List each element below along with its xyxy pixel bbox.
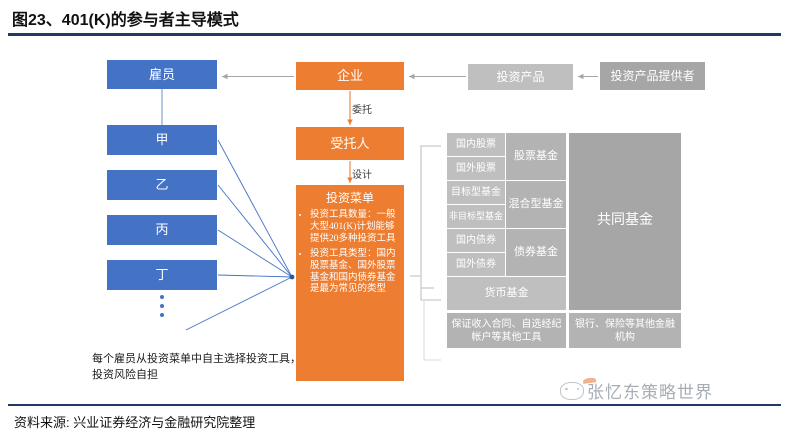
asset-class-target-fund[interactable]: 目标型基金 (447, 181, 505, 204)
watermark: 张忆东策略世界 (560, 376, 713, 403)
smiley-face-icon (560, 376, 597, 400)
title-divider (8, 33, 781, 36)
source-note: 资料来源: 兴业证券经济与金融研究院整理 (14, 415, 256, 430)
other-institutions-box[interactable]: 银行、保险等其他金融机构 (569, 313, 681, 348)
employee-ellipsis-dots (107, 295, 217, 317)
investment-product-provider-box[interactable]: 投资产品提供者 (600, 62, 705, 90)
employee-note: 每个雇员从投资菜单中自主选择投资工具，投资风险自担 (92, 353, 301, 381)
investment-menu-bullets: 投资工具数量：一般大型401(K)计划能够提供20多种投资工具 投资工具类型：国… (301, 210, 399, 296)
design-label: 设计 (352, 170, 372, 181)
investment-product-box[interactable]: 投资产品 (468, 64, 573, 90)
other-tools-box[interactable]: 保证收入合同、自选经纪帐户等其他工具 (447, 313, 566, 348)
fund-type-bond[interactable]: 债券基金 (506, 229, 566, 276)
asset-class-domestic-equity[interactable]: 国内股票 (447, 133, 505, 156)
asset-class-domestic-bond[interactable]: 国内债券 (447, 229, 505, 252)
employee-box-1[interactable]: 甲 (107, 125, 217, 155)
asset-class-foreign-bond[interactable]: 国外债券 (447, 253, 505, 276)
fund-type-money-market[interactable]: 货币基金 (447, 277, 566, 310)
investment-menu-title: 投资菜单 (325, 191, 374, 205)
watermark-text: 张忆东策略世界 (587, 383, 713, 402)
trustee-box[interactable]: 受托人 (296, 127, 404, 160)
entrust-label: 委托 (352, 105, 372, 116)
employee-box-3[interactable]: 丙 (107, 215, 217, 245)
fund-type-balanced[interactable]: 混合型基金 (506, 181, 566, 228)
asset-class-non-target-fund[interactable]: 非目标型基金 (447, 205, 505, 228)
employee-header-box[interactable]: 雇员 (107, 60, 217, 89)
employee-box-4[interactable]: 丁 (107, 260, 217, 290)
employee-box-2[interactable]: 乙 (107, 170, 217, 200)
ellipsis-dot (160, 313, 164, 317)
mutual-fund-box[interactable]: 共同基金 (569, 133, 681, 310)
fund-type-equity[interactable]: 股票基金 (506, 133, 566, 180)
ellipsis-dot (160, 304, 164, 308)
investment-menu-bullet: 投资工具类型：国内股票基金、国外股票基金和国内债券基金是最为常见的类型 (310, 249, 399, 297)
ellipsis-dot (160, 295, 164, 299)
investment-menu-bullet: 投资工具数量：一般大型401(K)计划能够提供20多种投资工具 (310, 210, 399, 246)
footer-divider (8, 404, 781, 406)
investment-menu-box[interactable]: 投资菜单 投资工具数量：一般大型401(K)计划能够提供20多种投资工具 投资工… (296, 185, 404, 381)
asset-class-foreign-equity[interactable]: 国外股票 (447, 157, 505, 180)
enterprise-box[interactable]: 企业 (296, 62, 404, 90)
page-title: 图23、401(K)的参与者主导模式 (12, 12, 239, 29)
